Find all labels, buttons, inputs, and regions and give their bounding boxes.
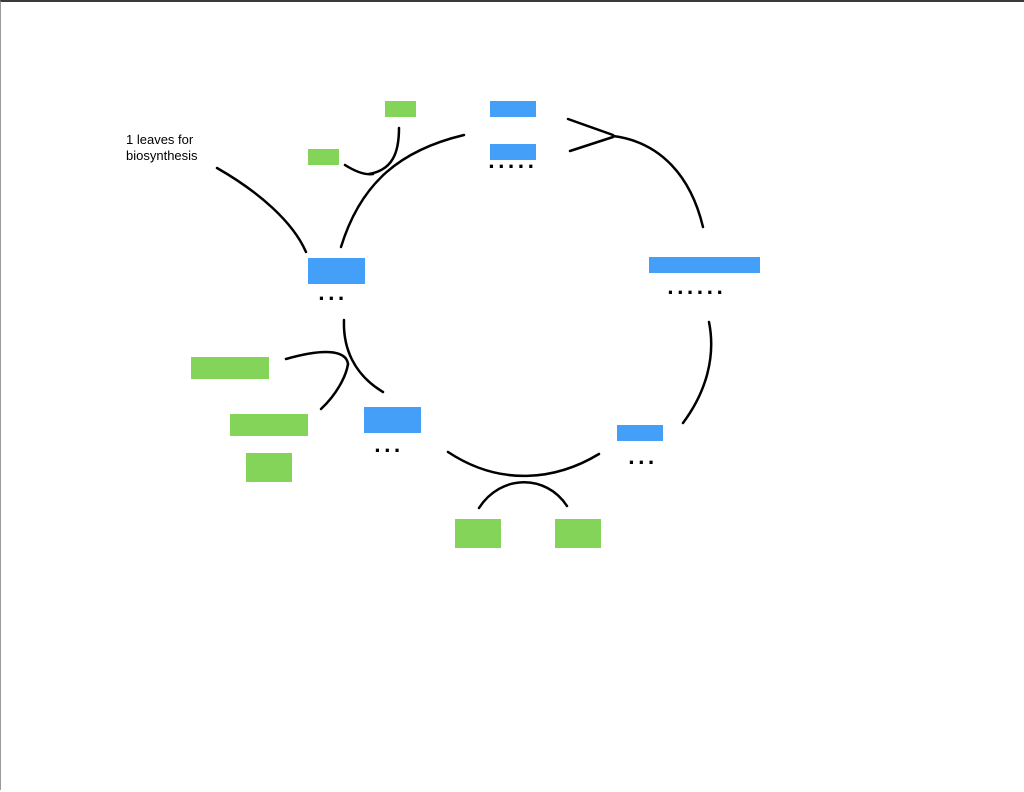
intermediate-box-top-2 [490, 144, 536, 160]
reactant-box-left-wide-1 [191, 357, 269, 379]
intermediate-box-left [308, 258, 365, 284]
arrow-lower-left-to-left [342, 318, 385, 394]
intermediate-box-right [649, 257, 760, 273]
ellipsis-lower-right: ... [628, 448, 658, 469]
note-pointer [215, 166, 308, 254]
arrow-top-reactant-2 [343, 163, 375, 176]
reactant-box-left-square [246, 453, 292, 482]
note-line-2: biosynthesis [126, 148, 198, 163]
ellipsis-lower-left: ... [374, 436, 404, 457]
arrow-left-reactant-1 [284, 350, 350, 366]
note-line-1: 1 leaves for [126, 132, 194, 147]
intermediate-box-top-1 [490, 101, 536, 117]
arrow-top-to-right [611, 134, 705, 229]
arrow-top-split-1 [566, 117, 615, 137]
arrow-left-to-top [339, 133, 466, 249]
reactant-box-bottom-2 [555, 519, 601, 548]
arrow-right-to-lower-right [681, 320, 713, 425]
reactant-box-top-small-2 [308, 149, 339, 165]
intermediate-box-lower-right [617, 425, 663, 441]
arrow-left-reactant-2 [319, 362, 350, 411]
arrow-top-reactant-1 [367, 126, 401, 176]
reactant-box-left-wide-2 [230, 414, 308, 436]
ellipsis-top-2: ..... [488, 152, 538, 173]
arrow-lower-right-to-lower-left [446, 450, 601, 478]
intermediate-box-lower-left [364, 407, 421, 433]
arrow-top-split-2 [568, 135, 615, 153]
biosynthesis-note: 1 leaves for biosynthesis [126, 132, 198, 164]
ellipsis-right: ...... [667, 278, 727, 299]
reactant-box-top-small-1 [385, 101, 416, 117]
arrow-bottom-reactants [477, 481, 569, 510]
reactant-box-bottom-1 [455, 519, 501, 548]
ellipsis-left: ... [318, 284, 348, 305]
